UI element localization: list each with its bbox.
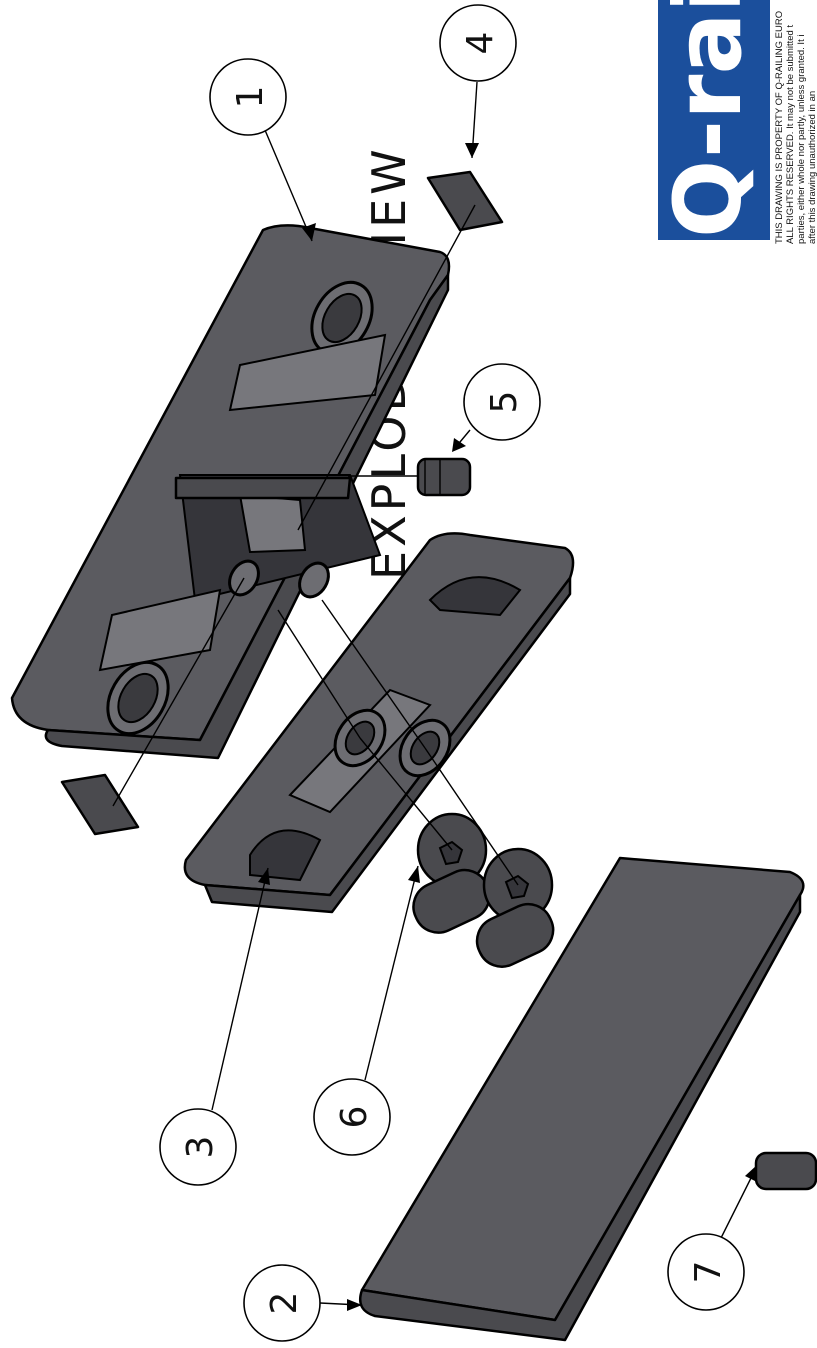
part-6-screw-b [475,847,555,968]
leader-3 [211,867,270,1111]
leader-1 [261,122,316,242]
balloon-7-label: 7 [688,1261,729,1284]
notice-line: after this drawing unauthorized in an [807,91,817,244]
balloon-5: 5 [463,363,541,441]
balloon-7: 7 [667,1233,745,1311]
balloon-5-label: 5 [484,391,525,414]
part-5-set-screw [416,457,472,497]
part-2-long-bar [358,856,805,1342]
balloon-1-label: 1 [230,86,271,109]
leader-2 [319,1299,362,1311]
explode-lines [112,204,519,886]
notice-line: THIS DRAWING IS PROPERTY OF Q-RAILING EU… [774,11,785,244]
balloon-3: 3 [159,1108,237,1186]
logo-text: Q-raili [655,0,762,238]
balloon-2-label: 2 [264,1292,305,1315]
balloon-6-label: 6 [334,1106,375,1129]
part-7-set-screw [754,1151,817,1191]
part-4-pad-left [60,773,140,836]
balloon-1: 1 [209,58,287,136]
balloon-4-label: 4 [460,32,501,55]
notice-line: ALL RIGHTS RESERVED. It may not be submi… [785,25,796,244]
leader-7 [719,1165,757,1241]
part-1-main-bracket [10,224,451,760]
balloon-2: 2 [243,1264,321,1342]
part-4-pad-right [426,170,504,232]
q-railing-logo: Q-raili [655,0,770,240]
notice-line: parties, either whole nor partly, unless… [796,35,807,244]
balloon-6: 6 [313,1078,391,1156]
leader-6 [364,865,420,1081]
leader-5 [452,429,471,452]
copyright-notice: THIS DRAWING IS PROPERTY OF Q-RAILING EU… [774,11,817,244]
balloon-3-label: 3 [180,1136,221,1159]
balloon-4: 4 [439,4,517,82]
leader-4 [465,81,479,159]
